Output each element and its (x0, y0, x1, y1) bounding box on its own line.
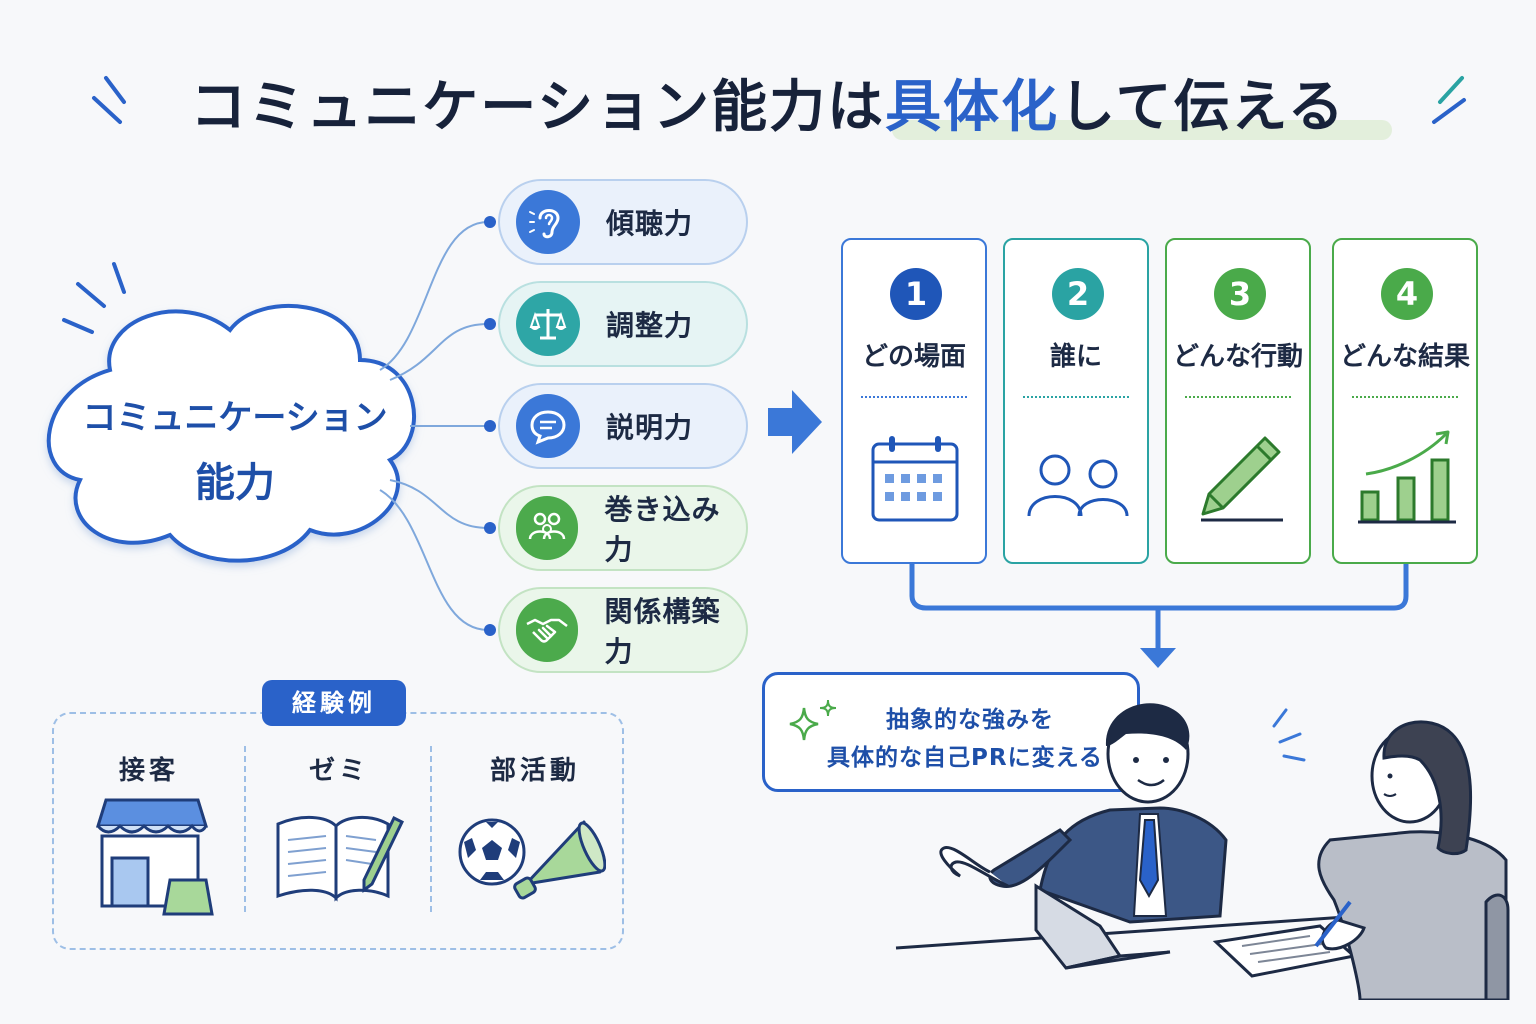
soccer-ball-megaphone-icon (458, 818, 606, 900)
step-label: 誰に (1049, 342, 1102, 372)
ear-icon (516, 190, 580, 254)
cloud-connectors (379, 216, 496, 636)
skill-explanation: 説明力 (498, 383, 748, 469)
experience-label: ゼミ (308, 756, 369, 786)
skill-relationship: 関係構築力 (498, 587, 748, 673)
cloud-title-line1: コミュニケーション (82, 398, 388, 438)
experience-label: 接客 (118, 756, 179, 786)
message-line2: 具体的な自己PRに変える (827, 745, 1103, 771)
title-right-sparkle-icon (1432, 76, 1466, 124)
step-card-3: 3 どんな行動 (1165, 238, 1311, 564)
shop-icon (95, 798, 214, 916)
title-underline (892, 120, 1392, 140)
title-highlight: 具体化 (885, 75, 1060, 140)
skill-label: 説明力 (606, 411, 694, 444)
step-label: どの場面 (861, 342, 966, 372)
group-icon (516, 496, 579, 560)
calendar-icon (871, 436, 959, 522)
message-box (762, 672, 1140, 792)
skill-label: 傾聴力 (606, 207, 694, 240)
experience-label: 部活動 (489, 756, 580, 786)
skill-coordination: 調整力 (498, 281, 748, 367)
speech-bubble-icon (516, 394, 580, 458)
title-part2: して伝える (1059, 75, 1346, 140)
skill-label: 巻き込み力 (604, 493, 721, 566)
divider (244, 746, 246, 912)
step-card-1: 1 どの場面 (841, 238, 987, 564)
step-card-2: 2 誰に (1003, 238, 1149, 564)
interview-illustration (895, 703, 1510, 1000)
step-number: 2 (1052, 268, 1104, 320)
title-left-sparkle-icon (92, 76, 126, 124)
skill-label: 調整力 (606, 309, 694, 342)
growth-chart-icon (1358, 430, 1456, 524)
handshake-icon (516, 598, 579, 662)
pencil-icon (1201, 436, 1283, 522)
cloud-title-line2: 能力 (195, 460, 275, 506)
step-number: 3 (1214, 268, 1266, 320)
skill-label: 関係構築力 (604, 595, 721, 668)
step-number: 1 (890, 268, 942, 320)
title-part1: コミュニケーション能力は (190, 75, 886, 140)
sparkle-icon (789, 699, 837, 741)
divider (430, 746, 432, 912)
step-label: どんな結果 (1339, 342, 1470, 372)
notebook-icon (276, 815, 404, 902)
steps-merge-arrow (909, 564, 1409, 668)
skill-involvement: 巻き込み力 (498, 485, 748, 571)
skill-listening: 傾聴力 (498, 179, 748, 265)
right-arrow-icon (768, 390, 822, 454)
scale-icon (516, 292, 580, 356)
message-line1: 抽象的な強みを (886, 707, 1054, 733)
people-icon (1027, 454, 1129, 517)
step-number: 4 (1381, 268, 1433, 320)
experience-tag: 経験例 (262, 680, 406, 726)
step-label: どんな行動 (1172, 342, 1303, 372)
cloud-shape (46, 262, 416, 563)
step-card-4: 4 どんな結果 (1332, 238, 1478, 564)
page-title: コミュニケーション能力は具体化して伝える (0, 62, 1536, 143)
